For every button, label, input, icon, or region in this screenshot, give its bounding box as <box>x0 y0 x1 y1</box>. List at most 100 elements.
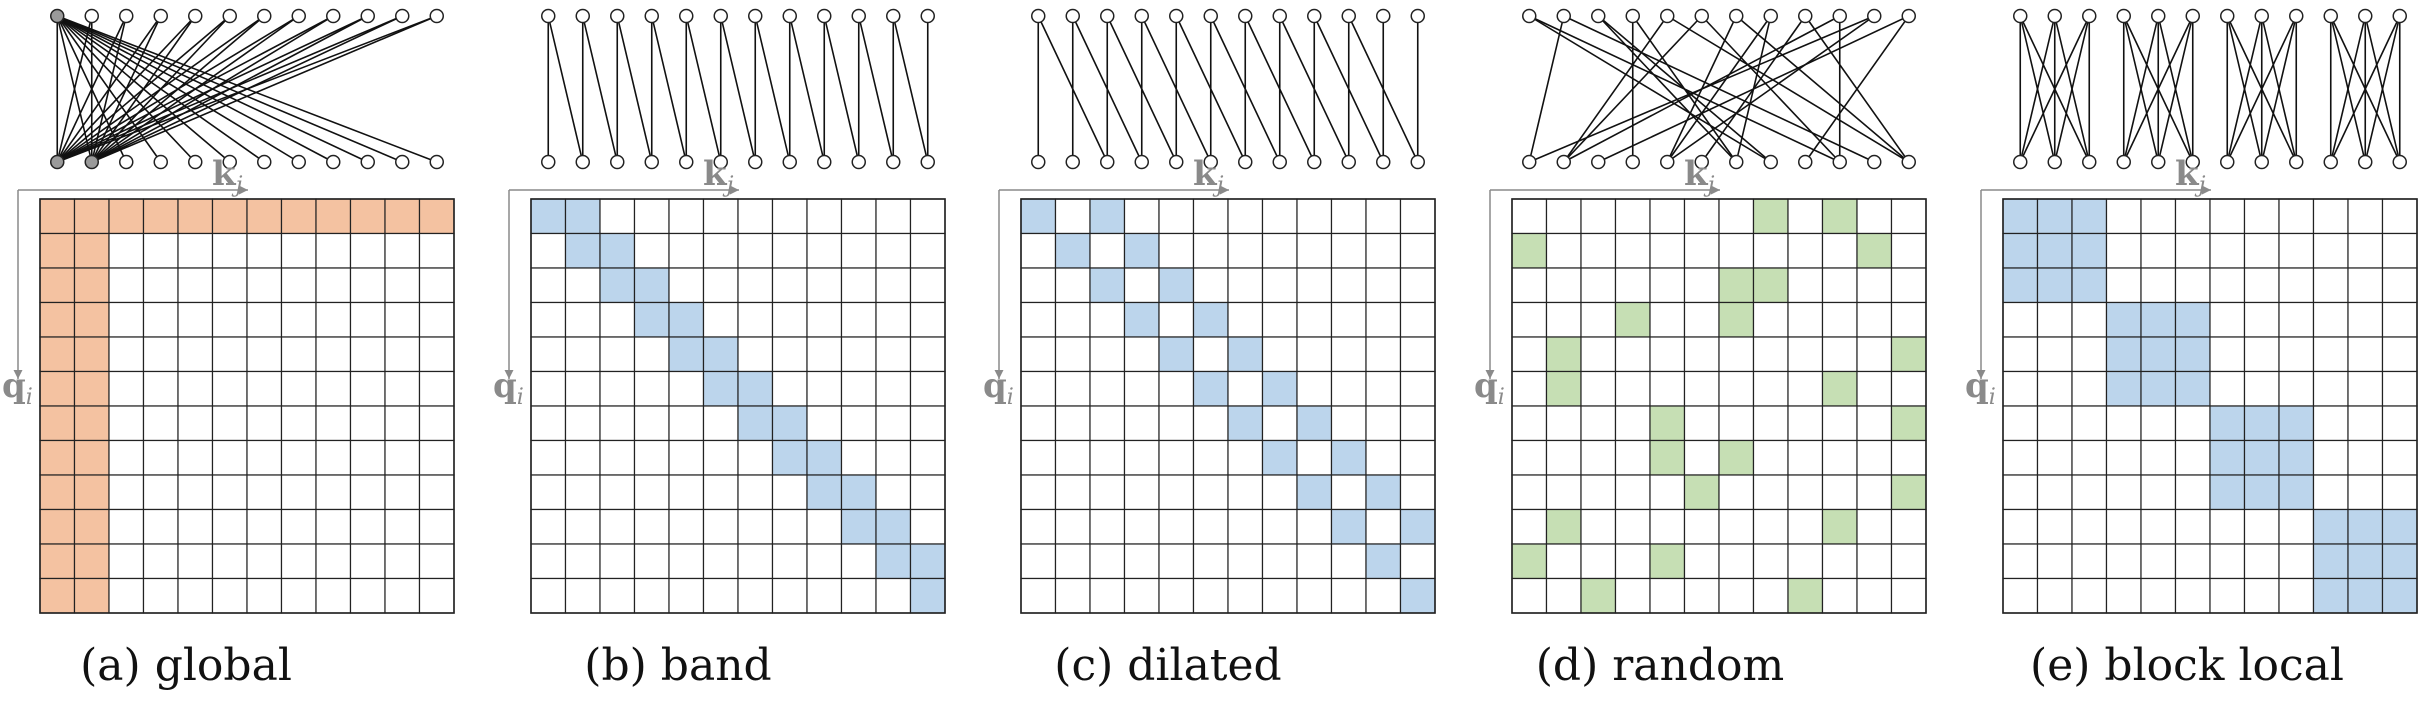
attention-cell-active <box>668 336 705 373</box>
attention-cell <box>668 543 705 580</box>
query-node <box>1238 8 1253 24</box>
caption-name: block local <box>2104 640 2344 691</box>
attention-cell <box>1890 301 1927 338</box>
attention-cell <box>1890 267 1927 304</box>
connection-edge <box>1666 15 1875 163</box>
attention-cell <box>1123 370 1160 407</box>
attention-cell <box>1856 508 1893 545</box>
key-node <box>429 154 444 170</box>
attention-cell <box>1821 336 1858 373</box>
attention-cell <box>108 301 145 338</box>
attention-cell <box>1614 267 1651 304</box>
attention-cell <box>2071 336 2108 373</box>
attention-cell-active <box>2312 508 2349 545</box>
attention-cell <box>2071 508 2108 545</box>
attention-cell <box>1227 439 1264 476</box>
attention-cell <box>1580 543 1617 580</box>
attention-cell <box>1365 198 1402 235</box>
key-symbol: k <box>703 154 728 194</box>
attention-cell <box>2381 370 2418 407</box>
attention-cell <box>1192 577 1229 614</box>
attention-cell-active <box>1089 198 1126 235</box>
attention-cell <box>108 543 145 580</box>
attention-cell <box>1821 543 1858 580</box>
attention-cell <box>246 370 283 407</box>
attention-cell <box>2002 508 2039 545</box>
query-node <box>1272 8 1287 24</box>
attention-cell <box>1158 232 1195 269</box>
attention-cell-active <box>530 198 567 235</box>
attention-cell <box>108 474 145 511</box>
attention-cell <box>564 336 601 373</box>
attention-cell <box>2140 508 2177 545</box>
attention-cell <box>1296 267 1333 304</box>
key-node <box>713 154 728 170</box>
attention-cell <box>806 198 843 235</box>
attention-cell <box>211 370 248 407</box>
attention-cell <box>1683 267 1720 304</box>
attention-cell <box>108 405 145 442</box>
attention-cell-active <box>73 508 110 545</box>
attention-cell <box>280 439 317 476</box>
attention-cell-active <box>1192 370 1229 407</box>
attention-cell-active <box>564 232 601 269</box>
key-node <box>1100 154 1115 170</box>
attention-cell-active <box>73 405 110 442</box>
attention-cell <box>1227 232 1264 269</box>
attention-cell-active <box>1089 267 1126 304</box>
attention-cell <box>564 370 601 407</box>
attention-cell <box>2243 336 2280 373</box>
attention-cell-active <box>39 370 76 407</box>
query-node <box>2013 8 2028 24</box>
attention-cell <box>2002 543 2039 580</box>
attention-cell <box>349 232 386 269</box>
attention-cell <box>246 577 283 614</box>
attention-cell-active <box>1752 198 1789 235</box>
attention-cell <box>418 232 455 269</box>
attention-cell <box>1545 198 1582 235</box>
attention-cell <box>633 336 670 373</box>
attention-cell <box>1020 439 1057 476</box>
attention-cell <box>2105 543 2142 580</box>
connection-edge <box>754 15 791 163</box>
attention-cell <box>1020 336 1057 373</box>
attention-cell <box>2140 198 2177 235</box>
attention-cell-active <box>2347 543 2384 580</box>
attention-cell <box>246 267 283 304</box>
attention-cell <box>1192 508 1229 545</box>
attention-cell <box>702 508 739 545</box>
attention-cell <box>1365 577 1402 614</box>
attention-cell <box>530 336 567 373</box>
attention-cell <box>1683 508 1720 545</box>
key-node <box>291 154 306 170</box>
attention-cell <box>1821 405 1858 442</box>
attention-cell <box>1330 232 1367 269</box>
attention-cell <box>1511 577 1548 614</box>
attention-cell <box>875 232 912 269</box>
attention-matrix <box>39 198 455 614</box>
attention-cell <box>349 301 386 338</box>
attention-cell <box>1545 543 1582 580</box>
attention-cell-active <box>771 439 808 476</box>
attention-cell <box>2381 439 2418 476</box>
connection-edge <box>581 15 619 163</box>
attention-cell <box>2140 439 2177 476</box>
key-node <box>1134 154 1149 170</box>
attention-cell <box>1192 439 1229 476</box>
attention-cell <box>909 405 946 442</box>
attention-cell <box>1089 577 1126 614</box>
attention-cell <box>2071 577 2108 614</box>
attention-cell <box>1752 336 1789 373</box>
attention-cell <box>1365 439 1402 476</box>
query-node <box>2151 8 2166 24</box>
attention-cell-active <box>564 198 601 235</box>
key-node <box>1763 154 1778 170</box>
query-node <box>222 8 237 24</box>
attention-cell <box>1787 405 1824 442</box>
attention-cell <box>2243 508 2280 545</box>
attention-cell <box>2209 508 2246 545</box>
attention-cell <box>702 405 739 442</box>
attention-cell <box>1890 198 1927 235</box>
key-node <box>2013 154 2028 170</box>
attention-cell <box>211 474 248 511</box>
